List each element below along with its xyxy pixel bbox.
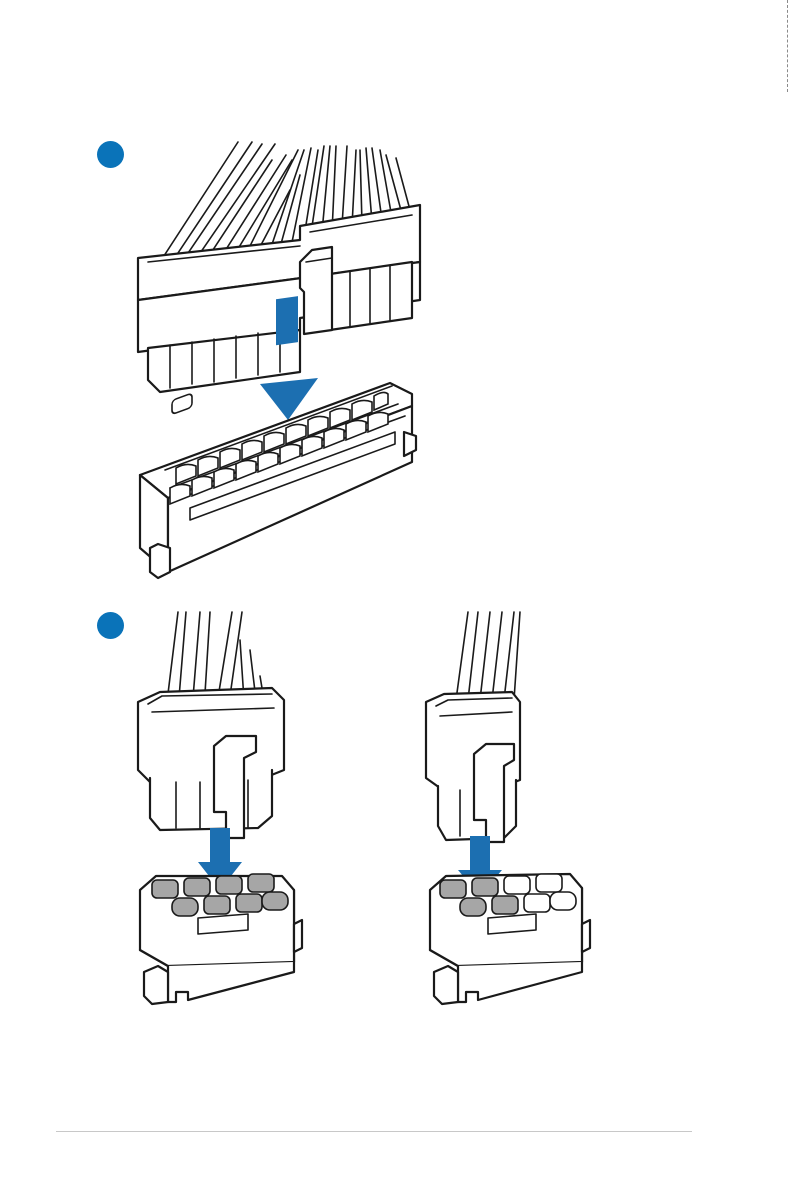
eps-8pin-socket	[140, 874, 302, 1004]
eps-8pin-plug	[138, 612, 284, 838]
atx-24pin-plug	[138, 142, 420, 392]
atx-24pin-socket	[140, 383, 416, 578]
eps-4pin-socket	[430, 874, 590, 1004]
eps-4pin-plug	[426, 612, 520, 842]
footer-rule	[56, 1131, 692, 1132]
